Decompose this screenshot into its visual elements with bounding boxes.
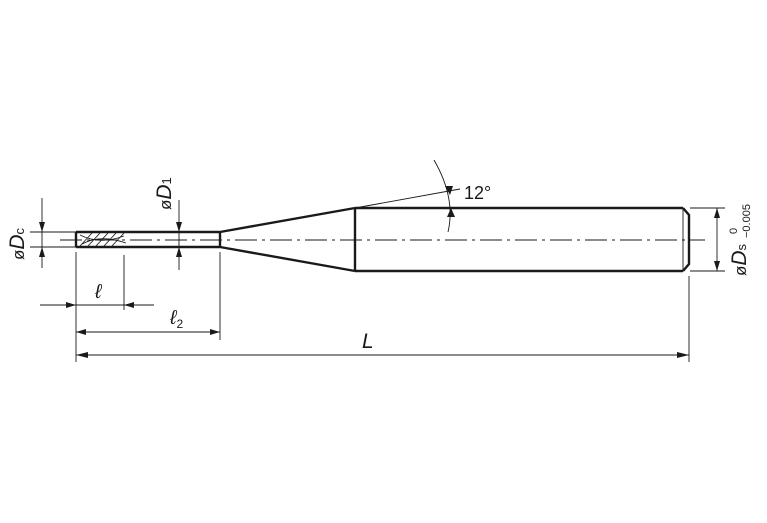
tool-outline — [74, 206, 691, 273]
dc-label: øDc — [6, 227, 29, 260]
ds-dimension — [690, 207, 725, 272]
d1-dimension — [176, 200, 182, 270]
l-dimension — [40, 252, 154, 362]
ds-label: øDs — [728, 243, 751, 276]
L-label: L — [362, 330, 374, 353]
L-dimension — [76, 276, 690, 362]
d1-label: øD1 — [153, 177, 176, 210]
angle-dimension — [354, 159, 461, 233]
l2-dimension — [76, 252, 221, 340]
angle-label: 12° — [464, 183, 491, 203]
ds-tolerance-lower: −0.005 — [741, 204, 753, 238]
dc-dimension — [30, 198, 76, 268]
flute-hatching — [79, 232, 127, 247]
l-label: ℓ — [94, 281, 103, 303]
ds-tolerance-upper: 0 — [728, 228, 740, 234]
l2-label: ℓ2 — [169, 307, 183, 331]
